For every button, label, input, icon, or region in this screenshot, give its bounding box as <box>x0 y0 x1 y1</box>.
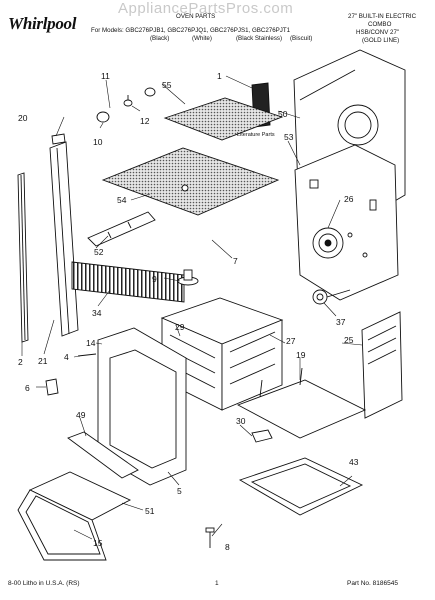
callout-20: 20 <box>18 113 28 123</box>
fan-cover-panel <box>294 144 399 301</box>
callout-7: 7 <box>233 256 238 266</box>
mounting-bracket <box>87 211 156 247</box>
callout-10: 10 <box>93 137 103 147</box>
screw-small <box>77 353 97 357</box>
callout-1: 1 <box>217 71 222 81</box>
thermostat <box>177 269 199 286</box>
drawer-pan <box>238 457 364 516</box>
footer-page-number: 1 <box>215 580 219 587</box>
callout-8: 8 <box>225 542 230 552</box>
color-biscuit: (Biscuit) <box>290 35 313 42</box>
door-gasket <box>17 471 132 561</box>
product-line-3: HSB/CONV 27" <box>356 29 400 36</box>
callout-25: 25 <box>344 335 354 345</box>
brand-logo: Whirlpool <box>8 14 77 33</box>
callout-51: 51 <box>145 506 155 516</box>
product-line-1: 27" BUILT-IN ELECTRIC <box>348 13 417 20</box>
callout-30: 30 <box>236 416 246 426</box>
clip <box>251 429 273 443</box>
callout-37: 37 <box>336 317 346 327</box>
bottom-shelf <box>236 367 367 439</box>
callout-12: 12 <box>140 116 150 126</box>
callout-53: 53 <box>284 132 294 142</box>
callout-49: 49 <box>76 410 86 420</box>
callout-19: 19 <box>296 350 306 360</box>
callout-43: 43 <box>349 457 359 467</box>
callout-54: 54 <box>117 195 127 205</box>
callout-55: 55 <box>162 80 172 90</box>
callout-2: 2 <box>18 357 23 367</box>
callout-26: 26 <box>344 194 354 204</box>
callout-5: 5 <box>177 486 182 496</box>
top-panel <box>101 147 280 216</box>
footer-litho: 8-00 Litho in U.S.A. (RS) <box>8 580 80 587</box>
callout-15: 15 <box>93 538 103 548</box>
footer-part-number: Part No. 8186545 <box>347 580 398 587</box>
side-panel <box>361 311 403 419</box>
side-trim-upper <box>51 133 66 145</box>
leader-lines <box>21 75 363 540</box>
watermark: AppliancePartsPros.com <box>118 0 294 17</box>
side-strip <box>49 141 79 337</box>
color-black: (Black) <box>150 35 170 42</box>
callout-numbers: 1 2 4 5 6 7 8 9 10 11 12 14 15 19 20 21 … <box>18 71 359 552</box>
callout-9: 9 <box>152 274 157 284</box>
color-white: (White) <box>192 35 212 42</box>
callout-52: 52 <box>94 247 104 257</box>
oven-cavity <box>160 297 284 411</box>
door-trim-strip <box>67 431 139 479</box>
literature-parts-label: Literature Parts <box>237 132 275 138</box>
page-title: OVEN PARTS <box>176 13 216 20</box>
models-line: For Models: GBC276PJB1, GBC276PJQ1, GBC2… <box>91 27 291 34</box>
color-black-stainless: (Black Stainless) <box>236 35 283 42</box>
screw <box>205 527 215 548</box>
callout-29: 29 <box>175 322 185 332</box>
callout-27: 27 <box>286 336 296 346</box>
bake-element-bracket <box>312 289 351 305</box>
callout-50: 50 <box>278 109 288 119</box>
small-bracket <box>45 378 59 396</box>
callout-21: 21 <box>38 356 48 366</box>
product-line-2: COMBO <box>368 21 392 28</box>
callout-6: 6 <box>25 383 30 393</box>
control-knobs <box>96 87 156 123</box>
product-line-4: (GOLD LINE) <box>362 37 400 44</box>
side-strip-thin <box>17 172 29 343</box>
vent-grille <box>71 261 185 303</box>
insulation-pad <box>163 97 284 141</box>
callout-4: 4 <box>64 352 69 362</box>
callout-14: 14 <box>86 338 96 348</box>
front-frame <box>97 327 187 486</box>
callout-34: 34 <box>92 308 102 318</box>
callout-11: 11 <box>101 71 110 81</box>
